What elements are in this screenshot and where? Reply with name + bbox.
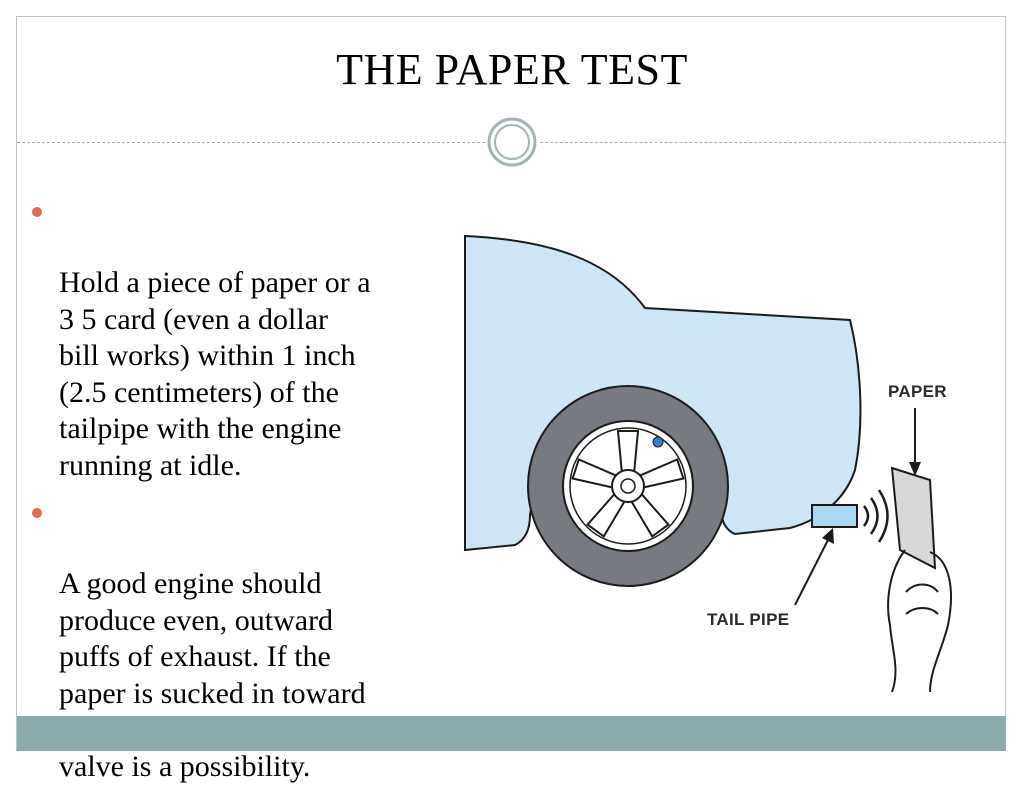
wheel bbox=[527, 385, 729, 587]
tail-pipe-label: TAIL PIPE bbox=[707, 610, 789, 629]
bullet-item: A good engine should produce even, outwa… bbox=[28, 493, 458, 785]
car-tailpipe-illustration: PAPER TAIL PIPE bbox=[464, 234, 952, 693]
bullet-text: Hold a piece of paper or a 3 5 card (eve… bbox=[59, 266, 371, 482]
bullet-dot-icon bbox=[32, 207, 42, 217]
circle-ornament-icon bbox=[487, 117, 537, 167]
footer-bar bbox=[17, 716, 1006, 751]
hand bbox=[887, 549, 952, 693]
title-divider-right bbox=[540, 142, 1006, 143]
bullet-item: Hold a piece of paper or a 3 5 card (eve… bbox=[28, 192, 458, 484]
tailpipe bbox=[811, 504, 858, 528]
bullet-list: Hold a piece of paper or a 3 5 card (eve… bbox=[28, 192, 458, 794]
slide-title: THE PAPER TEST bbox=[336, 45, 688, 94]
exhaust-waves bbox=[862, 489, 889, 543]
title-divider-left bbox=[17, 142, 485, 143]
bullet-text: A good engine should produce even, outwa… bbox=[59, 567, 366, 783]
bullet-dot-icon bbox=[32, 508, 42, 518]
paper-sheet bbox=[890, 466, 937, 570]
paper-label: PAPER bbox=[888, 382, 947, 401]
